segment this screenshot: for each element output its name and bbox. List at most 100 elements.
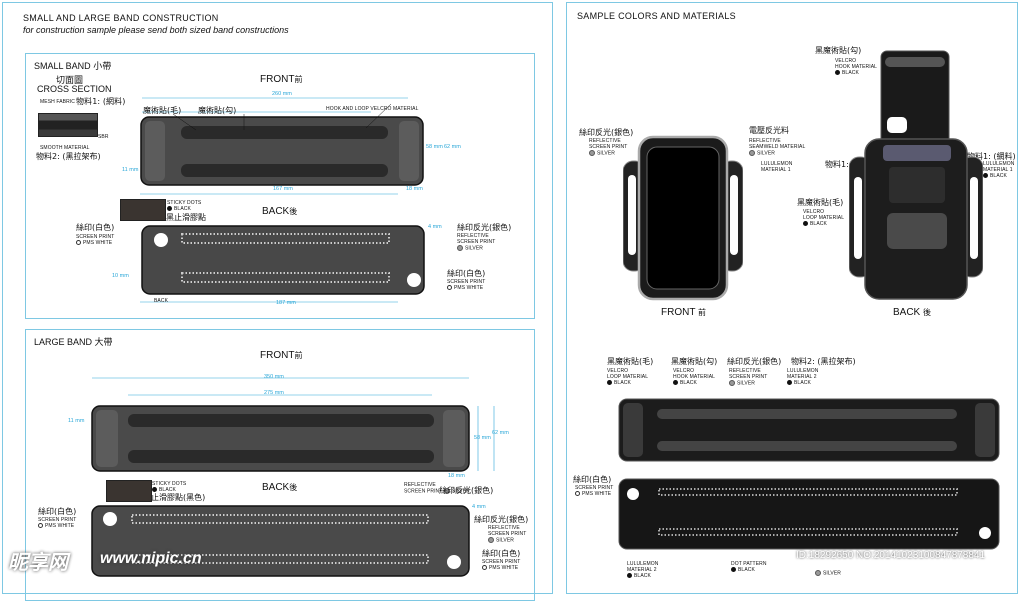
logo-right (407, 273, 421, 287)
small-back-label: BACK後 (262, 206, 298, 217)
large-front-label: FRONT前 (260, 350, 303, 361)
sbr-label: SBR (98, 134, 109, 140)
small-band-label: SMALL BAND 小帶 (34, 61, 112, 72)
large-dim-350: 350 mm (264, 374, 284, 380)
large-back-band (91, 505, 470, 577)
material1-cn-right: 物料1: (網料) (967, 152, 1016, 161)
left-subtitle: for construction sample please send both… (23, 25, 289, 35)
watermark-logo: 昵享网 (8, 550, 68, 574)
smooth-material-label: SMOOTH MATERIAL (40, 145, 90, 151)
large-back-label: BACK後 (262, 482, 298, 493)
sample-strip-top (657, 409, 957, 419)
watermark-id: ID:18292650 NO:20141023100847878841 (796, 550, 986, 561)
small-band-box: SMALL BAND 小帶 切面圖 CROSS SECTION MESH FAB… (25, 53, 535, 319)
dim-58: 58 mm (426, 144, 443, 150)
large-reflective-cn-top: 絲印反光(銀色) (439, 486, 494, 495)
sample-strip-bottom (657, 441, 957, 451)
bottom-silver: SILVER (815, 570, 841, 576)
print-white-cn: 絲印(白色) (76, 223, 115, 232)
dim-167: 167 mm (273, 186, 293, 192)
material2-cn: 物料2: (黑拉架布) (36, 152, 101, 161)
front-screen-window (646, 146, 720, 290)
large-velcro-left (96, 410, 118, 467)
large-print-white-cn-right: 絲印(白色) (482, 549, 521, 558)
small-front-band (140, 97, 424, 195)
dim-62: 62 mm (444, 144, 461, 150)
hook-cn-label: 魔術貼(勾) (198, 106, 237, 115)
large-sticky-cn: 止滑膠點(黑色) (151, 493, 206, 502)
cross-section-swatch (38, 113, 98, 137)
large-logo-left (103, 512, 117, 526)
back-loop-patch (887, 213, 947, 249)
sticky-dots-swatch (120, 199, 166, 221)
sticky-cn: 黑止滑膠點 (166, 213, 206, 222)
large-dim-58: 58 mm (474, 435, 491, 441)
cross-section-cn: 切面圖 (56, 76, 84, 86)
hook-cn-top: 黑魔術貼(勾) (815, 46, 862, 55)
large-logo-right (447, 555, 461, 569)
sample-band-body (618, 398, 1000, 462)
material1-cn: 物料1: (網料) (76, 97, 126, 106)
large-reflective-cn: 絲印反光(銀色) (474, 515, 529, 524)
sample-front-band (618, 398, 1000, 462)
large-dim-11: 11 mm (68, 418, 85, 424)
hook-strip-bottom (181, 164, 388, 177)
velcro-end-right (399, 121, 419, 181)
band-refl-cn: 絲印反光(銀色) (727, 357, 782, 366)
refl-cn-front: 絲印反光(銀色) (579, 128, 634, 137)
sample-logo-right (979, 527, 991, 539)
dim-18: 18 mm (406, 186, 423, 192)
watermark-url: www.nipic.cn (100, 550, 202, 567)
right-title: SAMPLE COLORS AND MATERIALS (577, 11, 736, 21)
large-dot-row-top (131, 514, 429, 524)
large-dim-18: 18 mm (448, 473, 465, 479)
sample-dot-row-top (658, 488, 958, 496)
mesh-fabric-label: MESH FABRIC (40, 99, 75, 105)
print-white-cn-right: 絲印(白色) (447, 269, 486, 278)
large-front-band (91, 377, 495, 472)
large-print-white-cn: 絲印(白色) (38, 507, 77, 516)
loop-cn-label: 魔術貼(毛) (143, 106, 182, 115)
sample-dot-row-bottom (658, 528, 958, 536)
dim-4: 4 mm (428, 224, 442, 230)
hook-loop-label: HOOK AND LOOP VELCRO MATERIAL (326, 106, 419, 112)
back-band-body (141, 225, 425, 295)
large-band-label: LARGE BAND 大帶 (34, 337, 113, 348)
large-band-box: LARGE BAND 大帶 FRONT前 350 mm 275 mm 11 mm… (25, 329, 535, 601)
back-armband (849, 50, 983, 300)
sample-back-body (618, 478, 1000, 550)
dim-187: 187 mm (276, 300, 296, 306)
back-label: BACK 後 (893, 307, 932, 318)
velcro-end-left (145, 121, 165, 181)
dot-row-bottom (181, 272, 390, 283)
left-title: SMALL AND LARGE BAND CONSTRUCTION (23, 13, 219, 23)
sample-back-band (618, 478, 1000, 550)
large-velcro-right (443, 410, 465, 467)
front-armband (623, 135, 743, 301)
left-panel: SMALL AND LARGE BAND CONSTRUCTION for co… (2, 2, 553, 601)
small-front-label: FRONT前 (260, 74, 303, 85)
logo-left (154, 233, 168, 247)
dim-10: 10 mm (112, 273, 129, 279)
emboss-cn: 電壓反光料 (749, 126, 789, 135)
large-dim-275: 275 mm (264, 390, 284, 396)
band-print-white-cn: 絲印(白色) (573, 475, 612, 484)
